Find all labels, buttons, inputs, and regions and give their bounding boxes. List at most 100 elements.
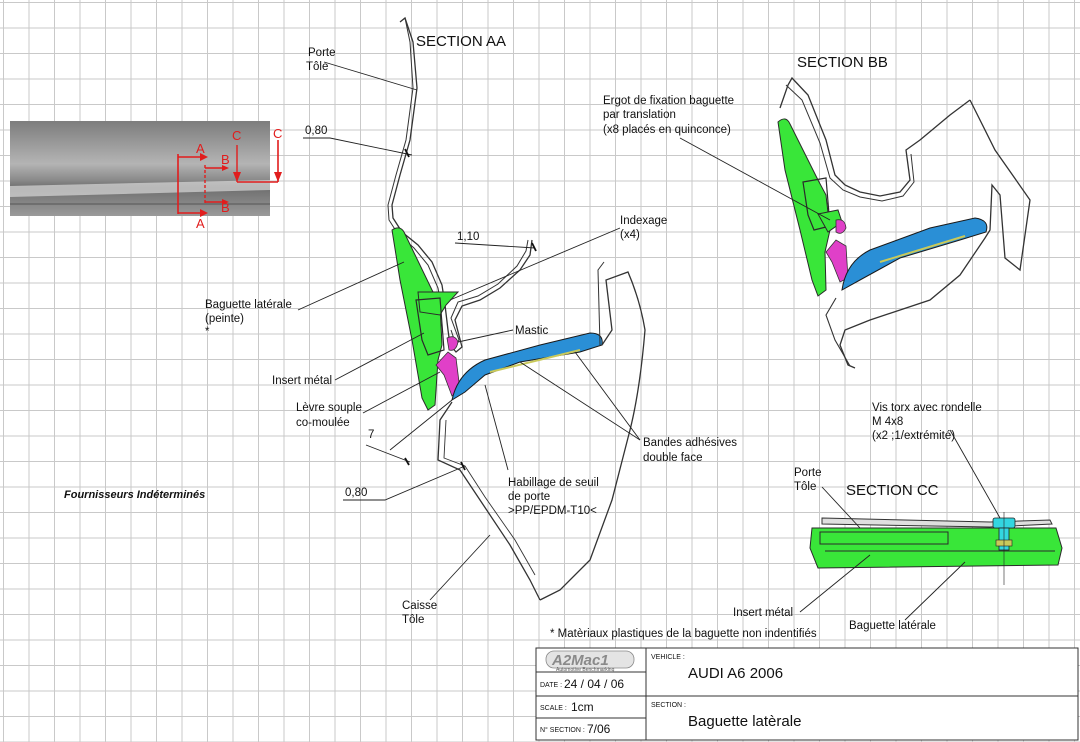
- label-cc-porte: Porte: [794, 467, 822, 479]
- bb-sill-outline: [839, 99, 1031, 369]
- section-cc-title: SECTION CC: [846, 482, 939, 499]
- label-baguette-peinte: (peinte): [205, 313, 244, 325]
- indexage-tab: [417, 291, 460, 316]
- label-par-translation: par translation: [603, 109, 676, 121]
- adhesive-band: [451, 332, 603, 402]
- marker-c-right-label: C: [273, 126, 282, 141]
- label-baguette-asterisk: *: [205, 326, 210, 338]
- label-ergot: Ergot de fixation baguette: [603, 95, 734, 107]
- label-de-porte: de porte: [508, 491, 550, 503]
- baguette-profile: [391, 227, 443, 411]
- vehicle-value: AUDI A6 2006: [688, 665, 783, 682]
- bb-baguette-profile: [777, 118, 831, 297]
- bb-lip: [825, 239, 849, 283]
- suppliers-note: Fournisseurs Indéterminés: [64, 489, 205, 501]
- date-value: 24 / 04 / 06: [564, 677, 624, 691]
- section-aa: SECTION AA: [205, 16, 737, 626]
- label-vis-torx: Vis torx avec rondelle: [872, 402, 982, 414]
- cc-metal-insert: [819, 531, 949, 545]
- marker-a-bottom-label: A: [196, 216, 205, 231]
- label-quinconce: (x8 placés en quinconce): [603, 124, 731, 136]
- label-vis-size: M 4x8: [872, 416, 903, 428]
- marker-a-bottom-arrowhead: [200, 209, 208, 217]
- section-aa-dim-ticks: [404, 148, 537, 471]
- label-indexage-count: (x4): [620, 229, 640, 241]
- label-mastic: Mastic: [515, 325, 548, 337]
- marker-c-left-arrowhead: [233, 172, 241, 182]
- label-caisse-tole: Tôle: [402, 614, 424, 626]
- metal-insert: [415, 297, 445, 356]
- label-thickness-bottom: 0,80: [345, 487, 367, 499]
- marker-b-top-label: B: [221, 152, 230, 167]
- section-bb-title: SECTION BB: [797, 54, 888, 71]
- label-cc-insert: Insert métal: [733, 607, 793, 619]
- a2mac1-logo: A2Mac1 Automotive Benchmarking: [545, 650, 635, 673]
- label-levre-souple: Lèvre souple: [296, 402, 362, 414]
- label-caisse: Caisse: [402, 600, 437, 612]
- title-block: A2Mac1 Automotive Benchmarking DATE : 24…: [535, 647, 1079, 741]
- label-thickness-mid: 1,10: [457, 231, 479, 243]
- mastic-blob: [446, 336, 459, 351]
- marker-a-top-label: A: [196, 141, 205, 156]
- sill-trim-lip: [597, 261, 605, 346]
- photo-background: [10, 121, 270, 216]
- materials-note: * Matèriaux plastiques de la baguette no…: [550, 628, 817, 640]
- label-thickness-top: 0,80: [305, 125, 327, 137]
- marker-a-top-arrowhead: [200, 153, 208, 161]
- label-porte: Porte: [308, 47, 336, 59]
- bb-body-sheet: [825, 297, 851, 367]
- label-co-moulee: co-moulée: [296, 417, 350, 429]
- door-sheet-inner: [387, 17, 442, 306]
- sill-trim-outer: [539, 271, 646, 601]
- cc-baguette: [809, 527, 1063, 569]
- bb-door-sheet-outer: [779, 76, 971, 197]
- logo-subtitle: Automotive Benchmarking: [556, 667, 615, 673]
- section-value: Baguette latèrale: [688, 713, 801, 730]
- marker-c-right-arrowhead: [274, 172, 282, 182]
- bb-mastic: [835, 219, 847, 234]
- marker-c-left-label: C: [232, 128, 241, 143]
- label-habillage: Habillage de seuil: [508, 477, 599, 489]
- bb-metal-insert: [802, 177, 831, 231]
- section-number-value: 7/06: [587, 722, 611, 736]
- photo-trim-strip: [10, 180, 270, 197]
- label-porte-tole: Tôle: [306, 61, 328, 73]
- section-aa-leaders: [297, 61, 641, 601]
- marker-b-top-arrowhead: [222, 165, 229, 171]
- section-cc: SECTION CC Vis torx avec rondelle M 4x8 …: [733, 402, 1063, 632]
- section-bb-leaders: [679, 137, 831, 221]
- cc-door-sheet: [821, 517, 1053, 528]
- marker-b-bottom-label: B: [221, 200, 230, 215]
- scale-label: SCALE :: [540, 705, 567, 712]
- bb-door-sheet-inner: [785, 84, 915, 202]
- label-dim-7: 7: [368, 429, 374, 441]
- label-indexage: Indexage: [620, 215, 667, 227]
- label-cc-tole: Tôle: [794, 481, 816, 493]
- vehicle-label: VEHICLE :: [651, 654, 685, 661]
- section-bb: SECTION BB Ergot de fixation baguette pa…: [603, 54, 1031, 369]
- label-insert-metal: Insert métal: [272, 375, 332, 387]
- bb-tape-strip: [879, 235, 966, 263]
- label-double-face: double face: [643, 452, 702, 464]
- label-baguette: Baguette latérale: [205, 299, 292, 311]
- label-bandes-adhesives: Bandes adhésives: [643, 437, 737, 449]
- label-material: >PP/EPDM-T10<: [508, 505, 597, 517]
- label-vis-count: (x2 ;1/extrémité): [872, 430, 955, 442]
- date-label: DATE :: [540, 682, 562, 689]
- door-sheet-outer: [391, 16, 446, 306]
- section-label: SECTION :: [651, 702, 686, 709]
- marker-b-bottom-arrowhead: [222, 199, 229, 205]
- body-sheet-inner: [443, 419, 536, 576]
- label-cc-baguette: Baguette latérale: [849, 620, 936, 632]
- section-number-label: N° SECTION :: [540, 726, 585, 734]
- scale-value: 1cm: [571, 700, 594, 714]
- section-cc-leaders: [799, 429, 1001, 621]
- section-aa-title: SECTION AA: [416, 33, 506, 50]
- body-sheet: [437, 401, 541, 601]
- bb-adhesive-band: [841, 217, 988, 291]
- adhesive-tape-strip: [489, 349, 581, 373]
- door-photo: A A B B C C: [10, 121, 282, 231]
- logo-text: A2Mac1: [551, 652, 609, 669]
